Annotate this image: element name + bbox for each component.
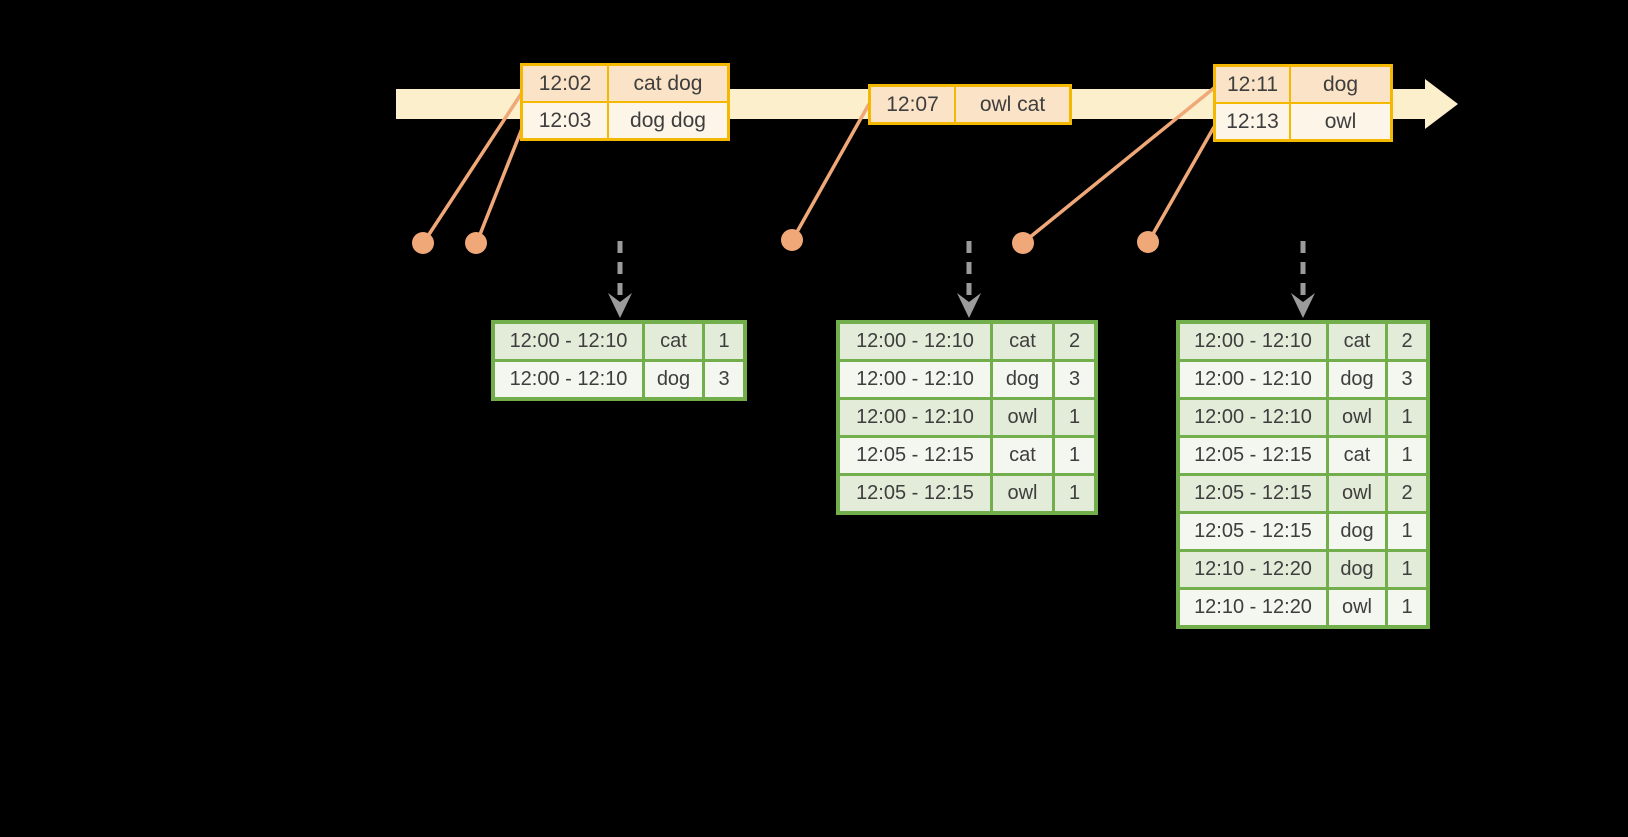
event-dot — [1012, 232, 1034, 254]
table-cell: 1 — [1388, 400, 1426, 435]
table-cell: cat — [645, 324, 702, 359]
table-cell: 12:05 - 12:15 — [1180, 476, 1326, 511]
table-cell: 1 — [1388, 514, 1426, 549]
down-arrow-icon — [1291, 293, 1315, 318]
table-cell: 1 — [705, 324, 743, 359]
table-cell: 1 — [1388, 438, 1426, 473]
table-cell: 12:05 - 12:15 — [840, 438, 990, 473]
table-cell: owl — [993, 400, 1052, 435]
table-cell: dog — [645, 362, 702, 397]
table-cell: 12:07 — [871, 87, 954, 122]
table-cell: dog — [1291, 67, 1390, 102]
table-cell: 12:05 - 12:15 — [840, 476, 990, 511]
table-cell: 12:05 - 12:15 — [1180, 514, 1326, 549]
table-cell: owl cat — [956, 87, 1069, 122]
table-cell: 12:00 - 12:10 — [495, 362, 642, 397]
table-cell: 1 — [1055, 438, 1094, 473]
table-cell: 12:03 — [523, 103, 607, 138]
table-cell: 1 — [1055, 476, 1094, 511]
connector-line — [1147, 126, 1216, 242]
table-cell: owl — [1329, 400, 1385, 435]
table-cell: 12:10 - 12:20 — [1180, 590, 1326, 625]
table-cell: cat — [1329, 438, 1385, 473]
event-dot — [412, 232, 434, 254]
table-cell: 12:00 - 12:10 — [1180, 400, 1326, 435]
table-cell: cat — [1329, 324, 1385, 359]
table-cell: dog dog — [609, 103, 727, 138]
table-cell: dog — [1329, 362, 1385, 397]
table-cell: 12:13 — [1216, 104, 1289, 139]
table-cell: 3 — [705, 362, 743, 397]
table-cell: 2 — [1388, 476, 1426, 511]
table-cell: 2 — [1055, 324, 1094, 359]
table-cell: dog — [993, 362, 1052, 397]
table-cell: owl — [1329, 476, 1385, 511]
table-cell: cat dog — [609, 66, 727, 101]
table-cell: 12:10 - 12:20 — [1180, 552, 1326, 587]
table-cell: 12:02 — [523, 66, 607, 101]
table-cell: 12:00 - 12:10 — [1180, 324, 1326, 359]
table-cell: 3 — [1388, 362, 1426, 397]
table-cell: owl — [993, 476, 1052, 511]
table-cell: cat — [993, 324, 1052, 359]
table-cell: 1 — [1388, 590, 1426, 625]
table-cell: 3 — [1055, 362, 1094, 397]
event-dot — [1137, 231, 1159, 253]
down-arrow-icon — [957, 293, 981, 318]
table-cell: 12:00 - 12:10 — [840, 362, 990, 397]
table-cell: dog — [1329, 514, 1385, 549]
table-cell: 12:11 — [1216, 67, 1289, 102]
table-cell: owl — [1329, 590, 1385, 625]
down-arrow-icon — [608, 293, 632, 318]
table-cell: 2 — [1388, 324, 1426, 359]
table-cell: owl — [1291, 104, 1390, 139]
event-dot — [465, 232, 487, 254]
event-dot — [781, 229, 803, 251]
table-cell: 1 — [1388, 552, 1426, 587]
table-cell: 12:00 - 12:10 — [1180, 362, 1326, 397]
table-cell: 12:00 - 12:10 — [840, 324, 990, 359]
table-cell: 1 — [1055, 400, 1094, 435]
connector-line — [791, 103, 871, 240]
connector-line — [475, 125, 525, 243]
table-cell: 12:05 - 12:15 — [1180, 438, 1326, 473]
table-cell: 12:00 - 12:10 — [495, 324, 642, 359]
table-cell: cat — [993, 438, 1052, 473]
table-cell: dog — [1329, 552, 1385, 587]
timeline-arrowhead-icon — [1425, 79, 1458, 129]
table-cell: 12:00 - 12:10 — [840, 400, 990, 435]
